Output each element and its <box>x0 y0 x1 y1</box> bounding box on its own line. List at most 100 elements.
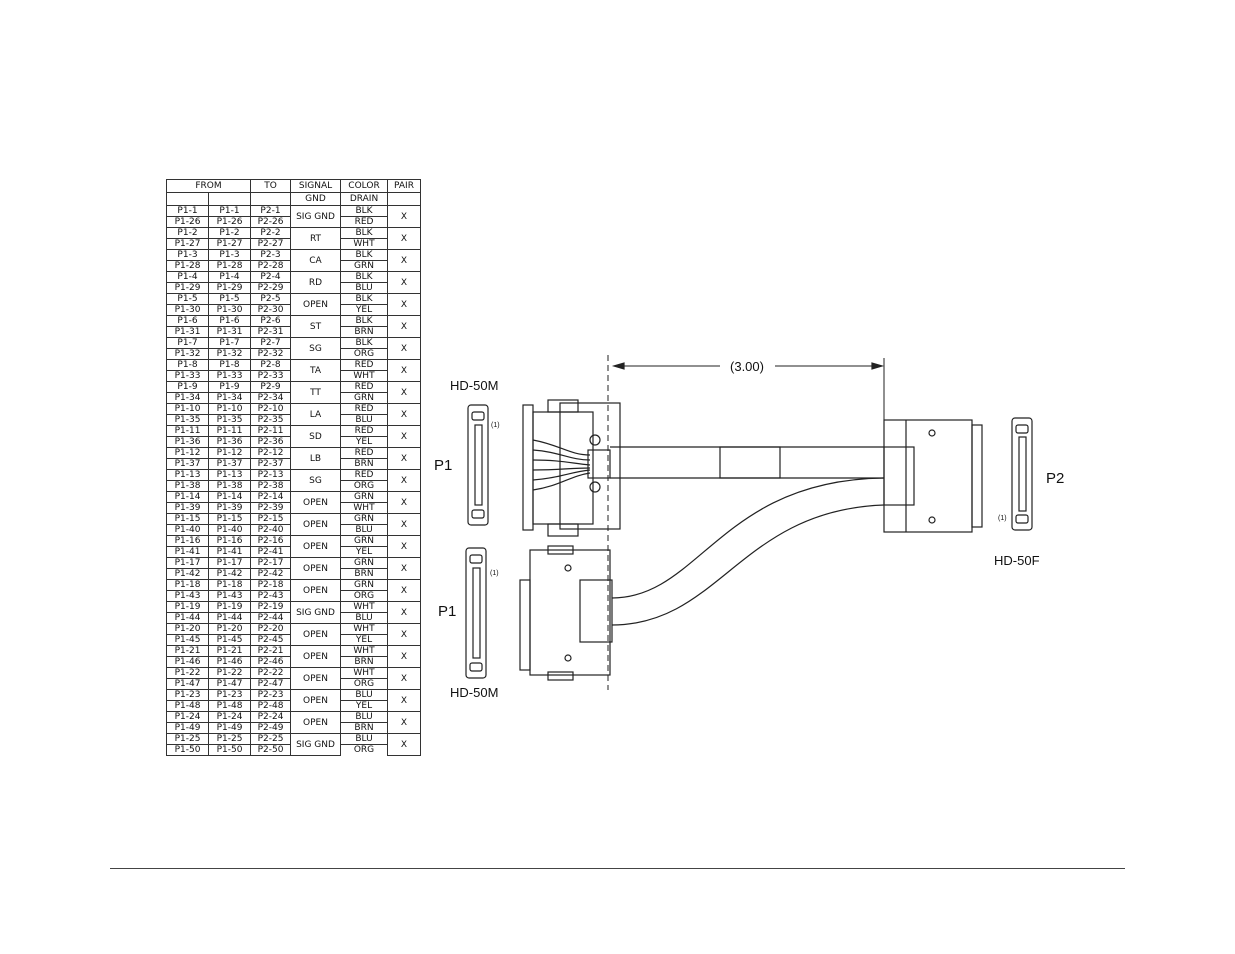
pair-cell: X <box>387 733 421 756</box>
color-cell: ORG <box>340 678 388 690</box>
dimension-arrow-right <box>871 362 885 370</box>
to-cell: P2-39 <box>250 502 291 514</box>
color-cell: BRN <box>340 722 388 734</box>
p1-bottom-label: P1 <box>438 603 456 620</box>
footer-rule <box>110 868 1125 869</box>
color-cell: YEL <box>340 436 388 448</box>
hd50m-bottom-connector <box>519 545 613 681</box>
p1-top-label: P1 <box>434 457 452 474</box>
color-cell: GRN <box>340 392 388 404</box>
pin1-marker-top: (1) <box>491 422 500 429</box>
color-cell: GRN <box>340 491 388 503</box>
color-cell: BLU <box>340 524 388 536</box>
connector-right-label: HD-50F <box>994 553 1040 568</box>
color-cell: WHT <box>340 502 388 514</box>
color-cell: BLU <box>340 612 388 624</box>
cable-lower <box>611 477 885 626</box>
color-cell: BRN <box>340 656 388 668</box>
to-cell: P2-50 <box>250 744 291 756</box>
color-cell: ORG <box>340 480 388 492</box>
cable-sleeve <box>719 446 781 479</box>
color-cell: ORG <box>340 348 388 360</box>
color-cell: BLU <box>340 711 388 723</box>
cable-upper <box>610 446 884 479</box>
color-cell: BRN <box>340 326 388 338</box>
color-cell: WHT <box>340 370 388 382</box>
p2-pin-strip <box>1011 417 1033 531</box>
p1-top-pin-strip <box>467 404 489 526</box>
color-cell: GRN <box>340 579 388 591</box>
dimension-label: (3.00) <box>730 359 764 374</box>
from-cell: P1-50 <box>166 744 209 756</box>
color-cell: YEL <box>340 546 388 558</box>
hd50f-connector <box>883 419 983 533</box>
color-cell: RED <box>340 425 388 437</box>
color-cell: GRN <box>340 535 388 547</box>
hd50m-top-connector <box>522 399 621 537</box>
pin1-marker-right: (1) <box>998 515 1007 522</box>
color-cell: GRN <box>340 513 388 525</box>
color-cell: BRN <box>340 458 388 470</box>
color-cell: BLK <box>340 337 388 349</box>
color-cell: WHT <box>340 238 388 250</box>
color-cell: BLU <box>340 733 388 745</box>
color-cell: BLU <box>340 414 388 426</box>
color-cell: YEL <box>340 304 388 316</box>
color-cell: BLK <box>340 227 388 239</box>
color-cell: GRN <box>340 260 388 272</box>
color-cell: BLU <box>340 282 388 294</box>
pair-cell: X <box>387 403 421 426</box>
p2-label: P2 <box>1046 470 1064 487</box>
wiring-table: FROM TO SIGNAL COLOR PAIR GND DRAIN P1-1… <box>166 179 421 756</box>
from-cell: P1-50 <box>208 744 251 756</box>
color-cell: YEL <box>340 634 388 646</box>
pair-cell: X <box>387 689 421 712</box>
color-cell: GRN <box>340 557 388 569</box>
cable-junction <box>883 446 915 506</box>
color-cell: BRN <box>340 568 388 580</box>
color-cell: RED <box>340 403 388 415</box>
color-cell: YEL <box>340 700 388 712</box>
color-cell: ORG <box>340 590 388 602</box>
pair-cell: X <box>387 249 421 272</box>
connector-bottom-label: HD-50M <box>450 685 498 700</box>
color-cell: BLK <box>340 293 388 305</box>
dimension-arrow-left <box>611 362 625 370</box>
pin1-marker-bottom: (1) <box>490 570 499 577</box>
color-cell: RED <box>340 216 388 228</box>
connector-top-label: HD-50M <box>450 378 498 393</box>
color-cell: ORG <box>340 744 388 756</box>
table-header-row: FROM TO SIGNAL COLOR PAIR <box>166 179 421 193</box>
